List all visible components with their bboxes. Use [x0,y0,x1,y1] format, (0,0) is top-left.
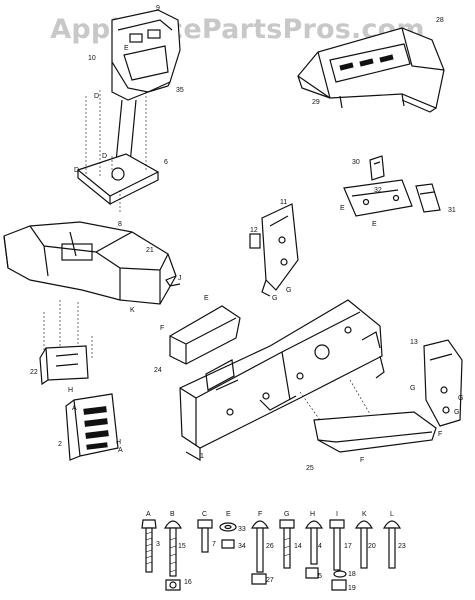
fastener-I-bolt[interactable] [329,519,347,591]
letter-E-4: E [204,295,209,302]
fastener-K-bolt[interactable] [354,520,374,569]
callout-17: 17 [344,543,352,550]
letter-E-1: E [124,45,129,52]
callout-15: 15 [178,543,186,550]
callout-32: 32 [374,187,382,194]
hood-latch[interactable] [415,183,441,213]
fastener-letter-H: H [310,511,315,518]
letter-F-1: F [160,325,164,332]
left-foot-pad[interactable] [169,305,241,365]
callout-18: 18 [348,571,356,578]
callout-6: 6 [164,159,168,166]
fastener-L-bolt[interactable] [382,520,402,569]
fastener-C-bolt[interactable] [197,519,213,553]
callout-29: 29 [312,99,320,106]
callout-8: 8 [118,221,122,228]
letter-G-4: G [458,395,463,402]
fastener-letter-B: B [170,511,175,518]
letter-D-1: D [94,93,99,100]
letter-G-1: G [272,295,277,302]
hood-hinge-bracket[interactable] [369,155,385,181]
callout-7: 7 [212,541,216,548]
callout-11: 11 [280,199,287,206]
main-frame[interactable] [179,299,385,462]
letter-keys: D E D D E E G G J K E F H A H A F F G G … [68,45,463,464]
callout-5: 5 [318,573,322,580]
callout-20: 20 [368,543,376,550]
callout-10: 10 [88,55,96,62]
fastener-E-washer[interactable] [219,522,237,549]
hood[interactable] [297,27,445,113]
fastener-letter-G: G [284,511,289,518]
callout-34: 34 [238,543,246,550]
fastener-letter-C: C [202,511,207,518]
letter-K-1: K [130,307,135,314]
callout-2: 2 [58,441,62,448]
callout-23: 23 [398,543,406,550]
callout-35: 35 [176,87,184,94]
letter-F-2: F [438,431,442,438]
letter-A-2: A [118,447,123,454]
letter-J-1: J [178,275,182,282]
rear-fender[interactable] [3,221,181,305]
letter-E-2: E [340,205,345,212]
fastener-letter-E: E [226,511,231,518]
letter-F-3: F [360,457,364,464]
callout-21: 21 [146,247,154,254]
callout-27: 27 [266,577,274,584]
callout-28: 28 [436,17,444,24]
callout-3: 3 [156,541,160,548]
letter-D-3: D [74,167,79,174]
callout-14: 14 [294,543,302,550]
fastener-letters: A B C E F G H I K L [146,511,394,518]
callout-12: 12 [250,227,258,234]
fastener-letter-K: K [362,511,367,518]
mounting-plate[interactable] [76,153,160,206]
callout-24: 24 [154,367,162,374]
fastener-letter-I: I [336,511,338,518]
fastener-letter-F: F [258,511,262,518]
rear-bracket[interactable] [39,345,89,386]
callout-13: 13 [410,339,418,346]
fastener-B-carriage-bolt[interactable] [163,520,183,591]
callout-22: 22 [30,369,38,376]
letter-D-2: D [102,153,107,160]
fastener-A-bolt[interactable] [141,519,157,573]
callout-1: 1 [200,453,204,460]
callout-16: 16 [184,579,192,586]
letter-E-3: E [372,221,377,228]
pad-lines [299,379,371,421]
assembly-lines [85,90,147,212]
letter-G-2: G [286,287,291,294]
fastener-H-carriage-bolt[interactable] [304,520,324,579]
letter-H-1: H [68,387,73,394]
fastener-G-bolt[interactable] [279,519,295,569]
side-bracket[interactable] [249,203,299,297]
right-side-panel[interactable] [423,339,463,427]
dash-panel[interactable] [111,9,181,101]
callout-31: 31 [448,207,456,214]
letter-H-2: H [116,439,121,446]
callout-numbers: 9 10 35 6 8 28 29 30 32 31 11 12 21 24 2… [30,5,456,592]
hood-support-bracket[interactable] [343,179,413,217]
callout-30: 30 [352,159,360,166]
fastener-F-carriage-bolt[interactable] [250,520,270,585]
letter-G-5: G [454,409,459,416]
callout-19: 19 [348,585,356,592]
callout-9: 9 [156,5,160,12]
callout-26: 26 [266,543,274,550]
front-grille-cover[interactable] [65,393,119,461]
callout-33: 33 [238,526,246,533]
fastener-letter-A: A [146,511,151,518]
right-foot-pad[interactable] [313,411,437,453]
callout-25: 25 [306,465,314,472]
letter-G-3: G [410,385,415,392]
letter-A-1: A [72,405,77,412]
callout-4: 4 [318,543,322,550]
fastener-letter-L: L [390,511,394,518]
